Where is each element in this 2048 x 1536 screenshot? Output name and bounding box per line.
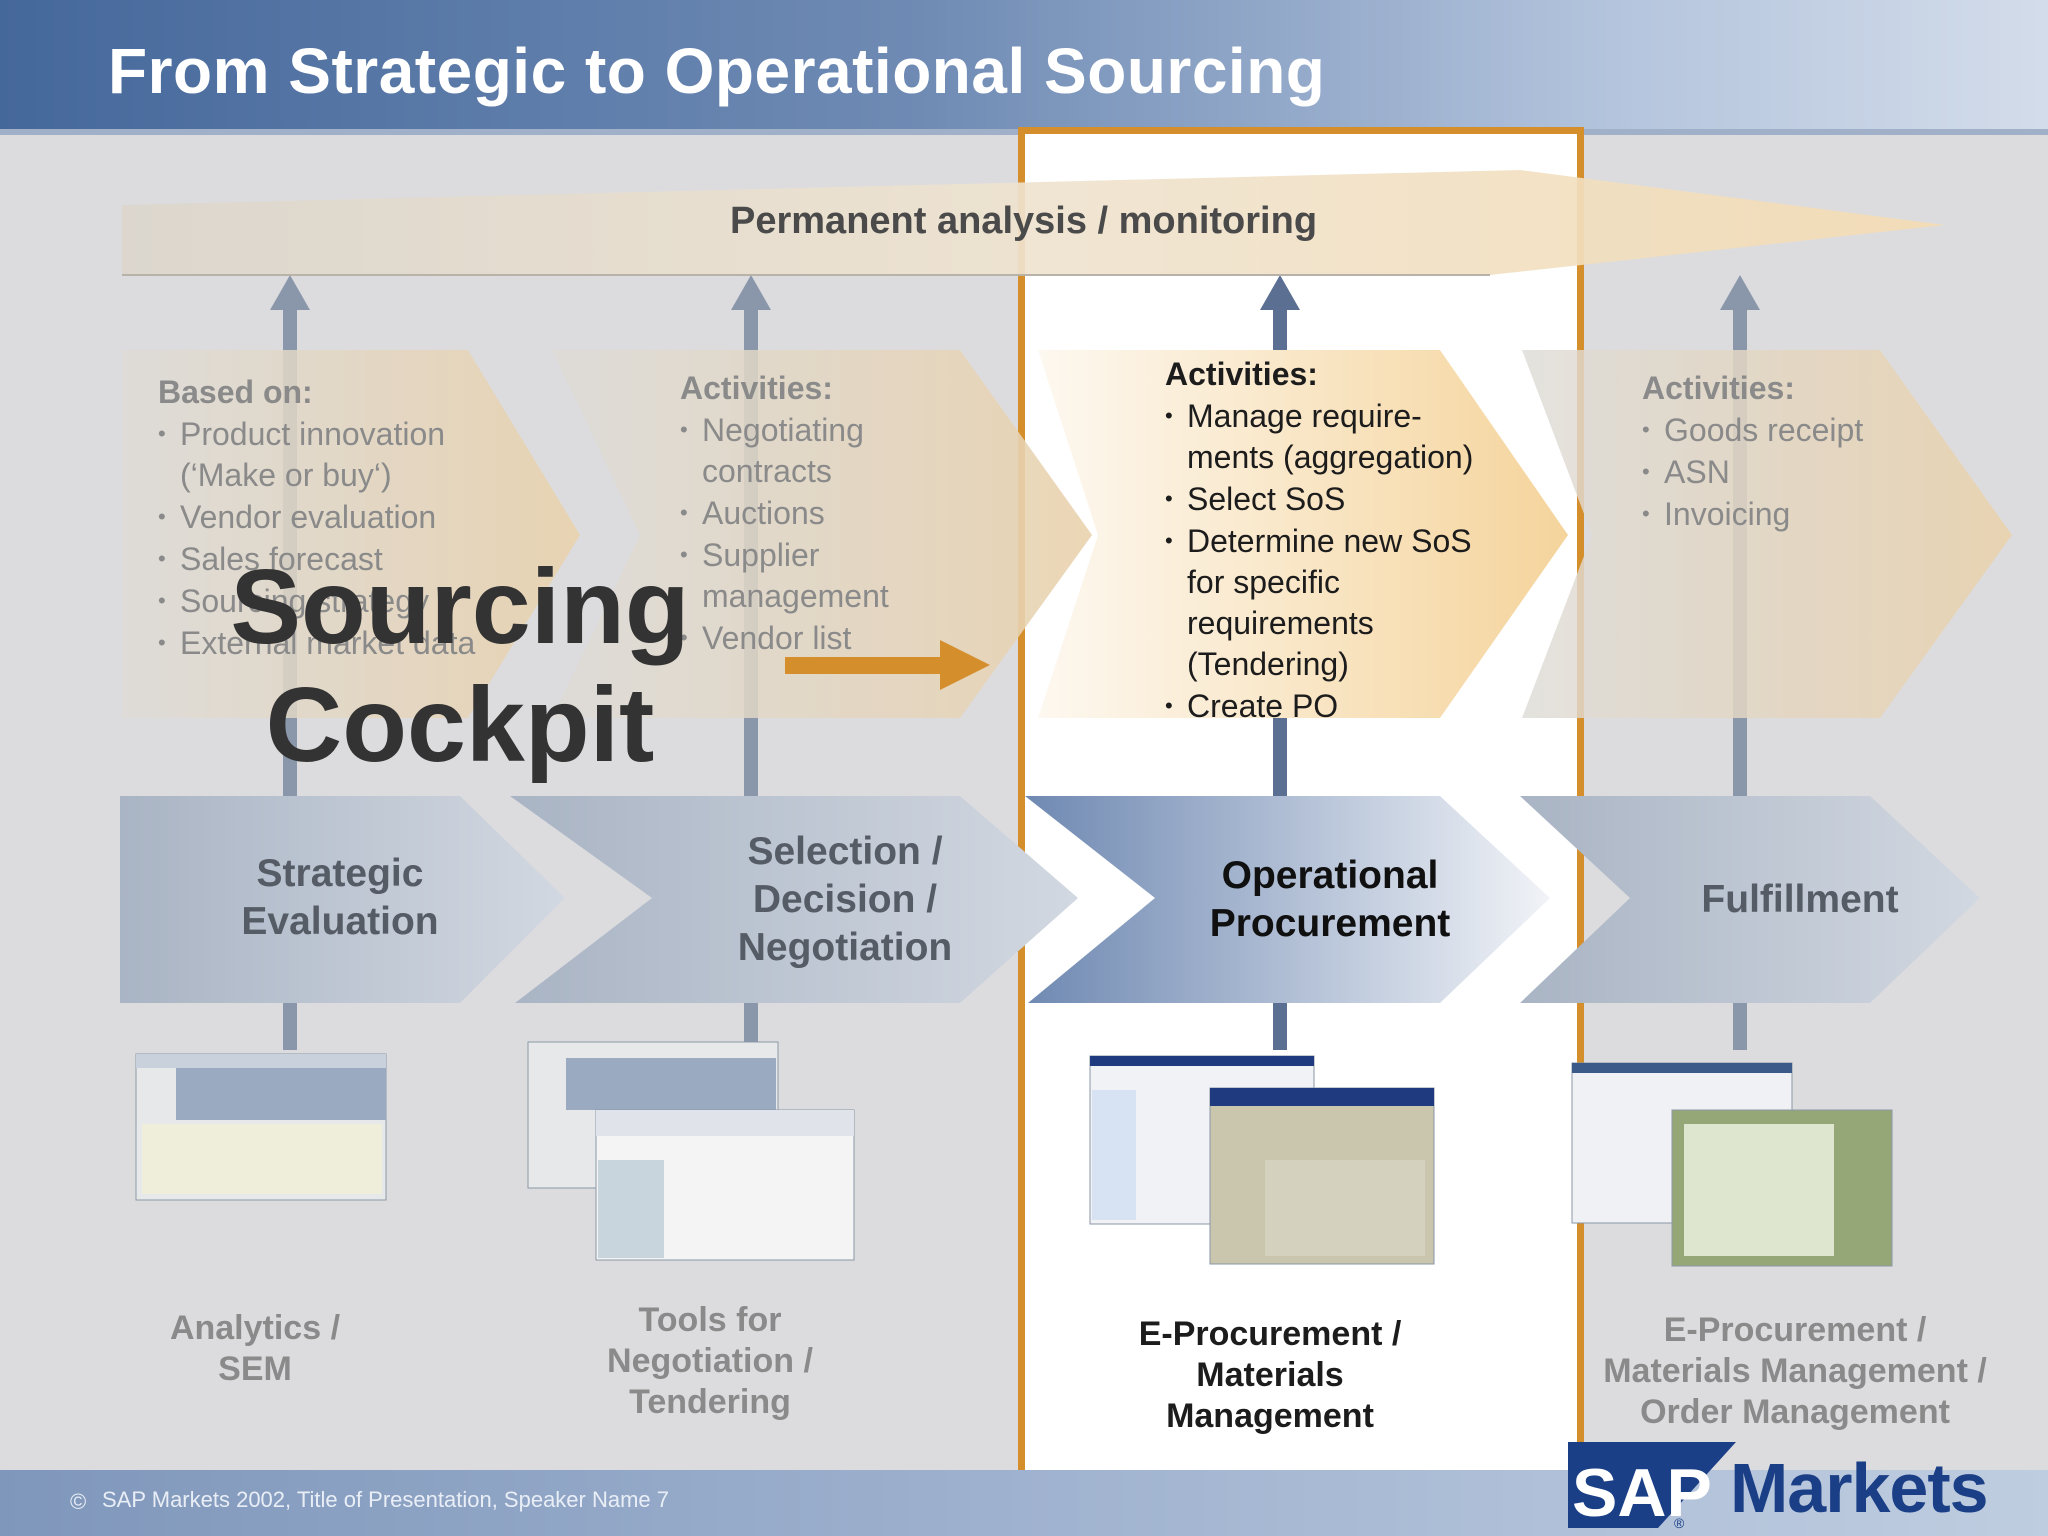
tool-label-eprocurement: E-Procurement / Materials Management — [1138, 1315, 1402, 1435]
activity-heading: Activities: — [1642, 370, 1795, 406]
phase-chevron-1 — [120, 796, 565, 1003]
phase-chevron-2 — [510, 796, 1078, 1003]
activity-item: Invoicing — [1642, 493, 1902, 535]
phase-fulfillment: Fulfillment — [1701, 878, 1899, 921]
activity-item: Sales forecast — [158, 538, 478, 580]
activity-item: Select SoS — [1165, 478, 1495, 520]
arrow-up-1 — [270, 275, 310, 310]
registered-mark: ® — [1674, 1515, 1685, 1530]
activity-block-2: Activities: Negotiating contracts Auctio… — [680, 368, 910, 659]
phase-operational-procurement: Operational Procurement — [1209, 854, 1451, 945]
activity-heading: Based on: — [158, 374, 313, 410]
activity-item: Determine new SoS for specific requireme… — [1165, 520, 1495, 685]
activity-block-3: Activities: Manage require-ments (aggreg… — [1165, 354, 1495, 727]
footer-text: SAP Markets 2002, Title of Presentation,… — [102, 1487, 670, 1512]
thumbnail-fulfillment — [1571, 1062, 1893, 1267]
arrow-up-4 — [1720, 275, 1760, 310]
activity-item: External market data — [158, 622, 478, 664]
permanent-analysis-banner — [122, 170, 1945, 275]
tool-label-fulfillment: E-Procurement / Materials Management / O… — [1603, 1311, 1987, 1431]
activity-item: Sourcing strategy — [158, 580, 478, 622]
sourcing-cockpit-overlay: Sourcing Cockpit — [230, 548, 690, 784]
thumbnail-eprocurement — [1089, 1055, 1435, 1265]
markets-logo-text: Markets — [1730, 1449, 1989, 1527]
activity-block-4: Activities: Goods receipt ASN Invoicing — [1642, 368, 1902, 535]
sap-logo-text: SAP — [1572, 1455, 1712, 1530]
activity-item: Create PO — [1165, 685, 1495, 727]
activity-heading: Activities: — [680, 370, 833, 406]
activity-item: Goods receipt — [1642, 409, 1902, 451]
footer-bar — [0, 1470, 2048, 1536]
activity-item: Vendor evaluation — [158, 496, 478, 538]
arrow-up-2 — [731, 275, 771, 310]
phase-strategic-evaluation: Strategic Evaluation — [241, 852, 439, 943]
thumbnail-analytics — [135, 1053, 387, 1201]
thumbnail-negotiation — [527, 1041, 855, 1261]
arrow-up-3 — [1260, 275, 1300, 310]
tool-label-analytics: Analytics / SEM — [169, 1309, 341, 1388]
copyright-symbol: © — [70, 1489, 87, 1514]
activity-item: ASN — [1642, 451, 1902, 493]
sap-logo: SAP ® — [1568, 1442, 1736, 1530]
activity-item: Supplier management — [680, 534, 910, 617]
activity-item: Vendor list — [680, 617, 910, 659]
orange-arrow — [785, 640, 990, 690]
phase-chevron-3 — [1025, 796, 1550, 1003]
tool-label-negotiation: Tools for Negotiation / Tendering — [607, 1301, 813, 1421]
activity-item: Product innovation (‘Make or buy‘) — [158, 413, 478, 496]
slide-title: From Strategic to Operational Sourcing — [108, 35, 1326, 107]
phase-chevron-4 — [1520, 796, 1980, 1003]
activity-item: Manage require-ments (aggregation) — [1165, 395, 1495, 478]
permanent-analysis-label: Permanent analysis / monitoring — [730, 200, 1318, 242]
phase-selection-decision-negotiation: Selection / Decision / Negotiation — [737, 830, 953, 969]
activity-item: Negotiating contracts — [680, 409, 910, 492]
activity-block-1: Based on: Product innovation (‘Make or b… — [158, 372, 478, 664]
activity-heading: Activities: — [1165, 356, 1318, 392]
activity-item: Auctions — [680, 492, 910, 534]
